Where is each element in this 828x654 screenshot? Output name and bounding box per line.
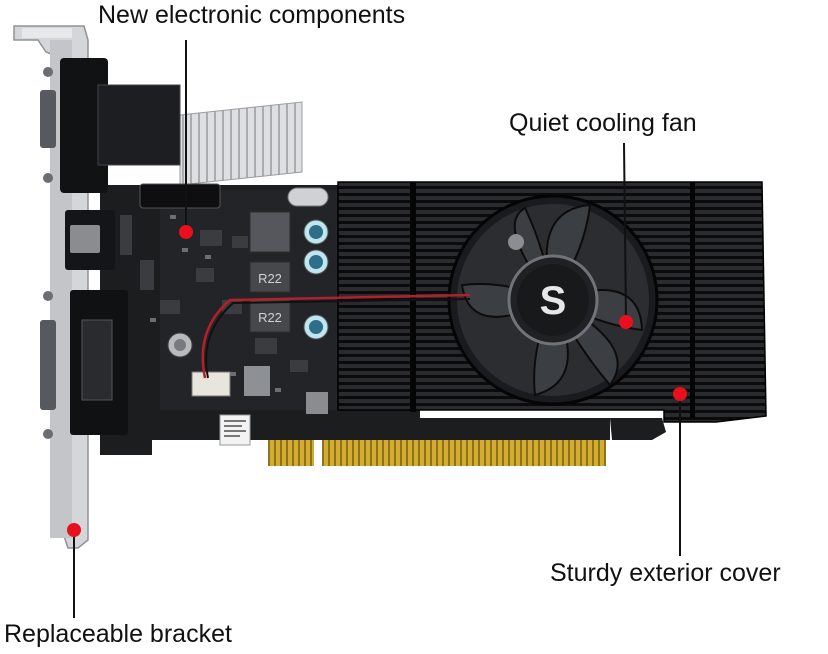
callout-replaceable-bracket: Replaceable bracket <box>4 620 232 648</box>
callout-quiet-cooling-fan: Quiet cooling fan <box>509 109 697 137</box>
marker-dots <box>67 225 687 537</box>
marker-dot-cover <box>673 387 687 401</box>
inductor-label-1: R22 <box>258 271 282 286</box>
leader-line-fan <box>623 142 627 323</box>
ribbon-cable <box>179 101 303 186</box>
marker-dot-components <box>179 225 193 239</box>
io-ports <box>40 58 181 439</box>
capacitors <box>167 219 329 358</box>
pcie-gold-fingers <box>262 418 666 466</box>
fan-wire-black <box>205 298 471 379</box>
inductor-label-2: R22 <box>258 310 282 325</box>
callout-sturdy-exterior-cover: Sturdy exterior cover <box>550 559 781 587</box>
leader-lines <box>73 40 681 618</box>
cooling-fan: S <box>447 194 659 406</box>
marker-dot-bracket <box>67 523 81 537</box>
fan-wire <box>201 293 471 379</box>
callout-new-electronic-components: New electronic components <box>98 1 406 29</box>
marker-dot-fan <box>619 315 633 329</box>
fan-logo-text: S <box>540 279 567 323</box>
